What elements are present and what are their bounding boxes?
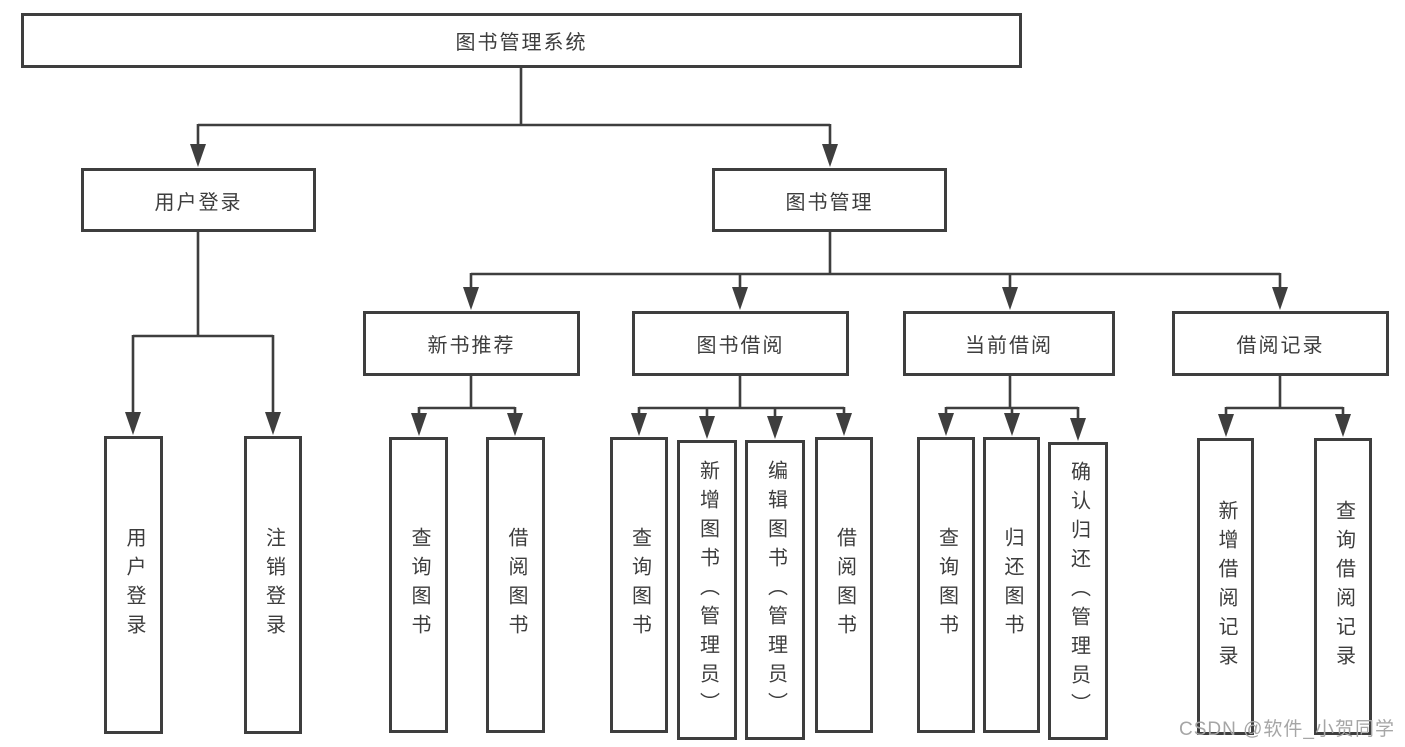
node-book-management: 图书管理: [712, 168, 947, 232]
leaf-add-borrow-record: 新增借阅记录: [1197, 438, 1254, 735]
node-label: 借阅记录: [1236, 335, 1325, 357]
leaf-label: 注销登录: [262, 527, 285, 643]
csdn-watermark: CSDN @软件_小贺同学: [1179, 719, 1395, 740]
node-label: 新书推荐: [427, 335, 516, 357]
leaf-label: 新增借阅记录: [1215, 499, 1237, 674]
leaf-label: 查询借阅记录: [1332, 499, 1355, 674]
node-new-book-recommendation: 新书推荐: [363, 311, 580, 376]
node-label: 图书管理: [785, 191, 874, 214]
leaf-query-books-current: 查询图书: [917, 437, 975, 733]
leaf-user-login: 用户登录: [104, 436, 163, 734]
leaf-query-borrow-record: 查询借阅记录: [1314, 438, 1372, 735]
node-user-login: 用户登录: [81, 168, 316, 232]
leaf-label: 查询图书: [408, 527, 430, 643]
leaf-edit-books-admin: 编辑图书（管理员）: [745, 440, 805, 740]
leaf-label: 借阅图书: [505, 527, 527, 643]
node-label: 图书借阅: [696, 335, 785, 357]
leaf-logout-login: 注销登录: [244, 436, 302, 734]
leaf-add-books-admin: 新增图书（管理员）: [677, 440, 737, 740]
leaf-label: 确认归还（管理员）: [1067, 460, 1090, 722]
leaf-label: 查询图书: [628, 527, 651, 643]
arrowheads: [125, 144, 1351, 441]
leaf-borrow-books-recommend: 借阅图书: [486, 437, 545, 733]
node-current-borrowing: 当前借阅: [903, 311, 1115, 376]
node-label: 用户登录: [154, 191, 243, 214]
node-label: 图书管理系统: [455, 32, 588, 54]
leaf-query-books-recommend: 查询图书: [389, 437, 448, 733]
leaf-borrow-books-borrowing: 借阅图书: [815, 437, 873, 733]
leaf-label: 编辑图书（管理员）: [764, 459, 787, 721]
leaf-query-books-borrowing: 查询图书: [610, 437, 668, 733]
node-book-borrowing: 图书借阅: [632, 311, 849, 376]
leaf-label: 用户登录: [123, 527, 145, 643]
leaf-label: 借阅图书: [833, 527, 856, 643]
leaf-label: 新增图书（管理员）: [696, 459, 719, 721]
leaf-label: 归还图书: [1001, 527, 1023, 643]
node-label: 当前借阅: [965, 335, 1053, 357]
node-library-management-system: 图书管理系统: [21, 13, 1022, 68]
node-borrowing-records: 借阅记录: [1172, 311, 1389, 376]
leaf-label: 查询图书: [935, 527, 958, 643]
leaf-return-books: 归还图书: [983, 437, 1040, 733]
leaf-confirm-return-admin: 确认归还（管理员）: [1048, 442, 1108, 740]
